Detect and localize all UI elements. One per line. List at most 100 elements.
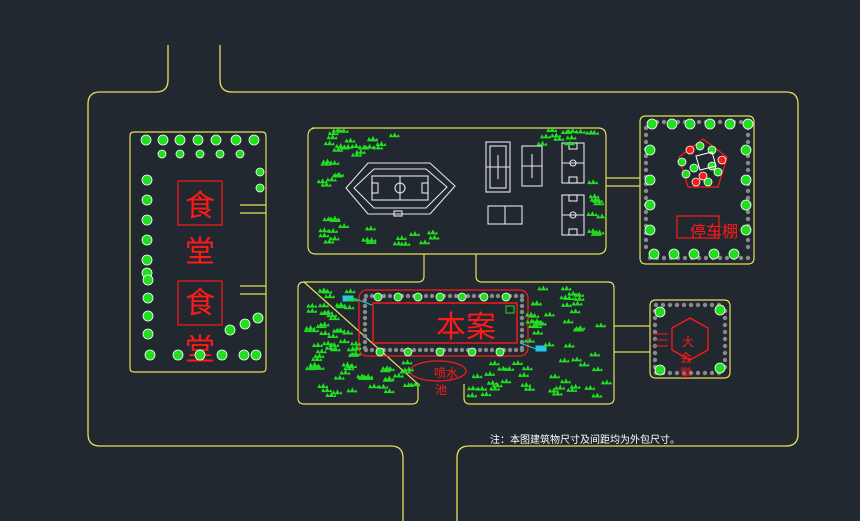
tree-symbol — [644, 199, 656, 211]
shrub-symbol — [343, 304, 355, 310]
gravel-dot — [661, 255, 667, 261]
gravel-dot — [387, 293, 393, 299]
gravel-dot — [681, 302, 687, 308]
canteen-trees — [140, 134, 265, 361]
shrub-symbol — [418, 239, 430, 245]
shrub-symbol — [303, 327, 315, 333]
shrub-symbol — [488, 360, 500, 366]
gravel-dot — [722, 315, 728, 321]
shrub-symbol — [595, 322, 607, 328]
shrub-symbol — [346, 346, 358, 352]
gravel-dot — [745, 139, 751, 145]
shrub-symbol — [426, 229, 438, 235]
tree-symbol — [644, 144, 656, 156]
shrub-symbol — [399, 240, 411, 246]
shrub-symbol — [328, 315, 340, 321]
shrub-symbol — [324, 293, 336, 299]
canteen-block: 食 堂 食 堂 — [129, 131, 267, 373]
gravel-dot — [519, 327, 525, 333]
shrub-symbol — [367, 136, 379, 142]
shrub-symbol — [524, 337, 536, 343]
tree-symbol — [714, 304, 726, 316]
tree-symbol — [224, 324, 236, 336]
gravel-dot — [489, 293, 495, 299]
shrub-symbol — [486, 379, 498, 385]
shrub-symbol — [377, 383, 389, 389]
gravel-dot — [696, 119, 702, 125]
tree-symbol — [654, 306, 666, 318]
volleyball-court — [487, 205, 523, 225]
tree-symbol — [714, 362, 726, 374]
canteen-1-char-2: 堂 — [185, 235, 215, 270]
tree-symbol — [646, 118, 658, 130]
shrub-symbol — [548, 373, 560, 379]
drawing-note: 注：本图建筑物尺寸及间距均为外包尺寸。 — [490, 433, 680, 446]
shrub-symbol — [350, 350, 362, 356]
shrub-symbol — [388, 132, 400, 138]
shrub-symbol — [357, 374, 369, 380]
shrub-symbol — [323, 238, 335, 244]
shrub-symbol — [321, 288, 333, 294]
shrub-symbol — [591, 366, 603, 372]
shrub-symbol — [476, 385, 488, 391]
shrub-symbol — [550, 132, 562, 138]
shrub-symbol — [342, 143, 354, 149]
shrub-symbol — [326, 134, 338, 140]
gravel-dot — [745, 255, 751, 261]
shrub-symbol — [379, 367, 391, 373]
shrub-symbol — [319, 330, 331, 336]
shrub-symbol — [511, 360, 523, 366]
tree-symbol — [192, 134, 204, 146]
gravel-dot — [643, 195, 649, 201]
gravel-dot — [362, 303, 368, 309]
shrub-symbol — [525, 318, 537, 324]
gravel-dot — [417, 347, 423, 353]
shrub-symbol — [563, 342, 575, 348]
shrub-symbol — [536, 140, 548, 146]
shrub-symbol — [342, 329, 354, 335]
shrub-symbol — [554, 384, 566, 390]
shrub-symbol — [480, 391, 492, 397]
gravel-dot — [652, 350, 658, 356]
shrub-symbol — [503, 365, 515, 371]
tree-symbol — [644, 174, 656, 186]
gravel-dot — [447, 347, 453, 353]
shrub-symbol — [593, 200, 605, 206]
shrub-symbol — [551, 390, 563, 396]
auditorium-hexagon — [671, 317, 709, 361]
shrub-symbol — [578, 361, 590, 367]
shrub-symbol — [395, 235, 407, 241]
shrub-symbol — [559, 294, 571, 300]
gravel-dot — [745, 195, 751, 201]
main-building-outline — [372, 302, 518, 344]
tree-symbol — [142, 328, 154, 340]
tennis-court-large — [485, 141, 511, 193]
shrub-symbol — [346, 387, 358, 393]
shrub-symbol — [364, 225, 376, 231]
gravel-dot — [738, 119, 744, 125]
gravel-dot — [423, 293, 429, 299]
tree-symbol — [393, 292, 403, 302]
gravel-dot — [453, 293, 459, 299]
tree-symbol — [668, 248, 680, 260]
gravel-dot — [745, 244, 751, 250]
tree-symbol — [194, 349, 206, 361]
tree-symbol — [140, 134, 152, 146]
shrub-symbol — [392, 372, 404, 378]
shrub-symbol — [523, 385, 535, 391]
tree-symbol — [250, 349, 262, 361]
gravel-dot — [643, 216, 649, 222]
tree-symbol — [691, 177, 701, 187]
gravel-dot — [745, 132, 751, 138]
shrub-symbol — [323, 140, 335, 146]
gravel-dot — [643, 160, 649, 166]
shrub-symbol — [600, 379, 612, 385]
gravel-dot — [745, 167, 751, 173]
tree-symbol — [175, 149, 185, 159]
gravel-dot — [362, 327, 368, 333]
shrub-symbol — [561, 128, 573, 134]
shrub-symbol — [344, 288, 356, 294]
tree-symbol — [644, 224, 656, 236]
shrub-symbol — [596, 213, 608, 219]
tree-symbol — [141, 234, 153, 246]
